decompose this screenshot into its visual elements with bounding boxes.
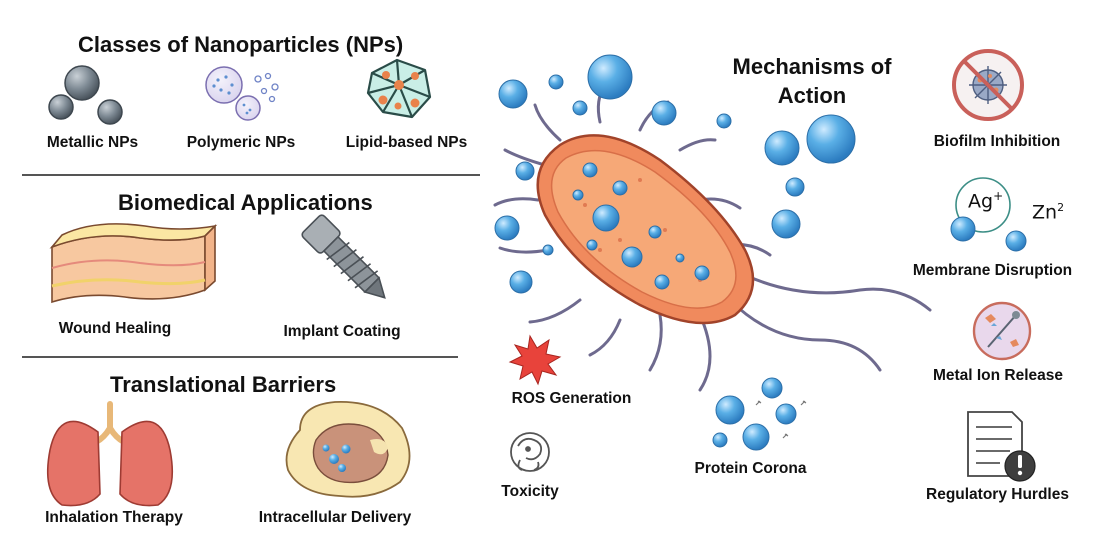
section-title-classes: Classes of Nanoparticles (NPs) [78, 32, 404, 57]
ros-starburst-icon [508, 334, 562, 386]
ion-ag-label: Ag+ [968, 189, 1003, 212]
label-biofilm-inhibition: Biofilm Inhibition [933, 133, 1061, 150]
label-regulatory-hurdles: Regulatory Hurdles [926, 486, 1069, 503]
ion-ag-symbol: Ag [968, 190, 994, 213]
metal-ion-release-icon [972, 301, 1032, 361]
mechanisms-title-line2: Action [777, 83, 847, 108]
mechanisms-title-line1: Mechanisms of [732, 54, 892, 79]
label-protein-corona: Protein Corona [694, 460, 807, 477]
label-membrane-disruption: Membrane Disruption [912, 262, 1073, 279]
lungs-icon [46, 401, 174, 507]
label-ros-generation: ROS Generation [511, 390, 632, 407]
label-inhalation-therapy: Inhalation Therapy [45, 509, 183, 526]
label-metal-ion-release: Metal Ion Release [932, 367, 1064, 384]
biofilm-inhibition-icon [952, 49, 1024, 121]
ion-zn-label: Zn2 [1032, 201, 1064, 223]
regulatory-document-icon [967, 411, 1036, 482]
ion-zn-symbol: Zn [1032, 201, 1058, 224]
skin-layers-icon [49, 223, 218, 304]
section-title-barriers: Translational Barriers [110, 372, 337, 397]
label-intracellular-delivery: Intracellular Delivery [258, 509, 412, 526]
ion-ag-charge: + [993, 189, 1004, 203]
ion-zn-charge: 2 [1057, 201, 1065, 214]
section-title-biomedical: Biomedical Applications [118, 190, 373, 215]
implant-screw-icon [301, 214, 386, 299]
label-metallic-nps: Metallic NPs [46, 134, 139, 151]
polymeric-nps-icon [205, 66, 279, 121]
label-lipid-nps: Lipid-based NPs [345, 134, 468, 151]
label-toxicity: Toxicity [501, 483, 559, 500]
cell-icon [285, 401, 411, 498]
toxicity-icon [510, 432, 550, 472]
bacterium-icon [493, 83, 932, 392]
label-implant-coating: Implant Coating [283, 323, 401, 340]
divider-2 [22, 356, 458, 358]
section-title-mechanisms: Mechanisms of Action [712, 52, 912, 110]
metallic-nps-icon [48, 65, 123, 125]
label-polymeric-nps: Polymeric NPs [186, 134, 296, 151]
lipid-nps-icon [366, 58, 432, 119]
divider-1 [22, 174, 480, 176]
protein-corona-icon [712, 377, 807, 451]
label-wound-healing: Wound Healing [58, 320, 172, 337]
